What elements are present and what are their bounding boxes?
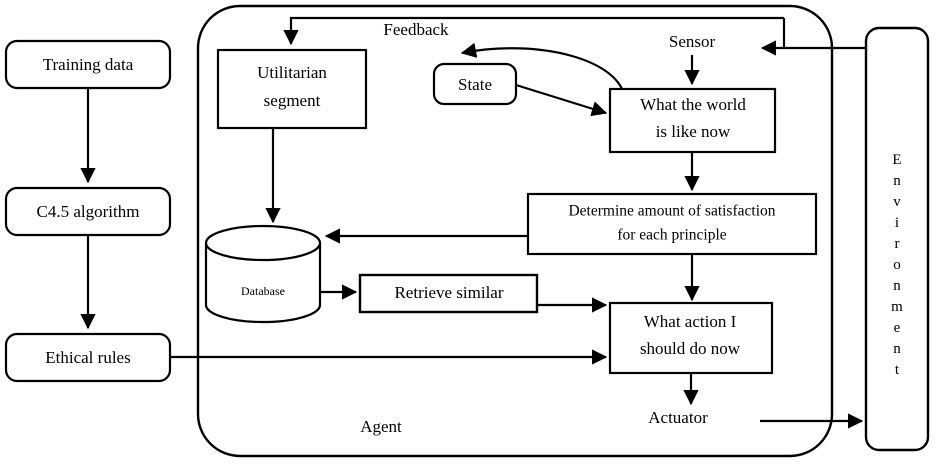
determine-satisfaction-box bbox=[526, 192, 818, 256]
c45-algorithm-label: C4.5 algorithm bbox=[37, 202, 140, 221]
determine-satisfaction-label-1: Determine amount of satisfaction bbox=[568, 203, 775, 220]
environment-letter: e bbox=[893, 320, 901, 336]
environment-letter: o bbox=[893, 257, 901, 273]
environment-letter: E bbox=[892, 152, 902, 168]
arrow-world-to-state bbox=[460, 42, 627, 101]
environment-letter: n bbox=[893, 278, 901, 294]
database-cylinder-top bbox=[204, 224, 322, 262]
training-data-label: Training data bbox=[43, 55, 134, 74]
environment-letter: t bbox=[894, 362, 900, 378]
agent-label: Agent bbox=[360, 417, 402, 436]
what-the-world-label-1: What the world bbox=[640, 95, 746, 114]
environment-letter: m bbox=[891, 299, 903, 315]
state-box bbox=[432, 62, 518, 106]
environment-letter: i bbox=[894, 215, 900, 231]
ethical-rules-label: Ethical rules bbox=[45, 348, 130, 367]
determine-satisfaction-label-2: for each principle bbox=[617, 227, 726, 244]
environment-box bbox=[864, 26, 930, 452]
environment-letter: r bbox=[894, 236, 900, 252]
what-the-world-label-2: is like now bbox=[656, 122, 731, 141]
database-cylinder-body bbox=[204, 243, 322, 324]
what-action-box bbox=[608, 301, 774, 375]
sensor-label: Sensor bbox=[669, 32, 716, 51]
arrow-state-to-world bbox=[515, 83, 608, 117]
utilitarian-segment-box bbox=[216, 48, 368, 130]
what-the-world-box bbox=[608, 87, 777, 154]
database-label: Database bbox=[241, 284, 285, 298]
what-action-label-1: What action I bbox=[644, 312, 737, 331]
utilitarian-segment-label-1: Utilitarian bbox=[257, 63, 327, 82]
retrieve-similar-box bbox=[358, 273, 539, 314]
environment-letter: n bbox=[893, 173, 901, 189]
utilitarian-segment-label-2: segment bbox=[264, 91, 321, 110]
environment-letter: n bbox=[893, 341, 901, 357]
what-action-label-2: should do now bbox=[640, 339, 741, 358]
environment-letter: v bbox=[893, 194, 901, 210]
actuator-label: Actuator bbox=[648, 408, 708, 427]
feedback-label: Feedback bbox=[383, 20, 449, 39]
feedback-path bbox=[283, 16, 784, 46]
retrieve-similar-label: Retrieve similar bbox=[394, 283, 503, 302]
state-label: State bbox=[458, 75, 492, 94]
